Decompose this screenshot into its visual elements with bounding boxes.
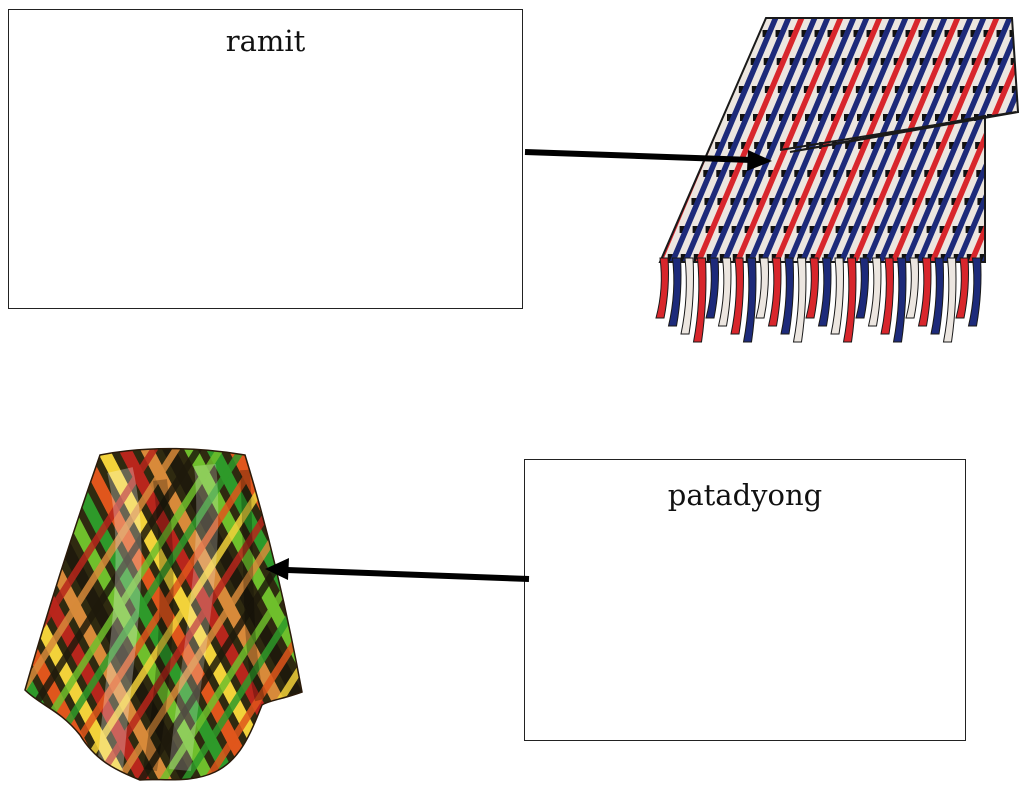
arrow-patadyong-to-textile bbox=[265, 558, 530, 582]
patadyong-textile-illustration bbox=[24, 447, 303, 781]
ramit-textile-illustration bbox=[655, 17, 1020, 343]
patadyong-label-box: patadyong bbox=[524, 459, 966, 741]
arrow-ramit-to-textile bbox=[524, 149, 772, 171]
ramit-label-box: ramit bbox=[8, 9, 523, 309]
ramit-label: ramit bbox=[225, 24, 306, 58]
patadyong-label: patadyong bbox=[667, 478, 823, 512]
